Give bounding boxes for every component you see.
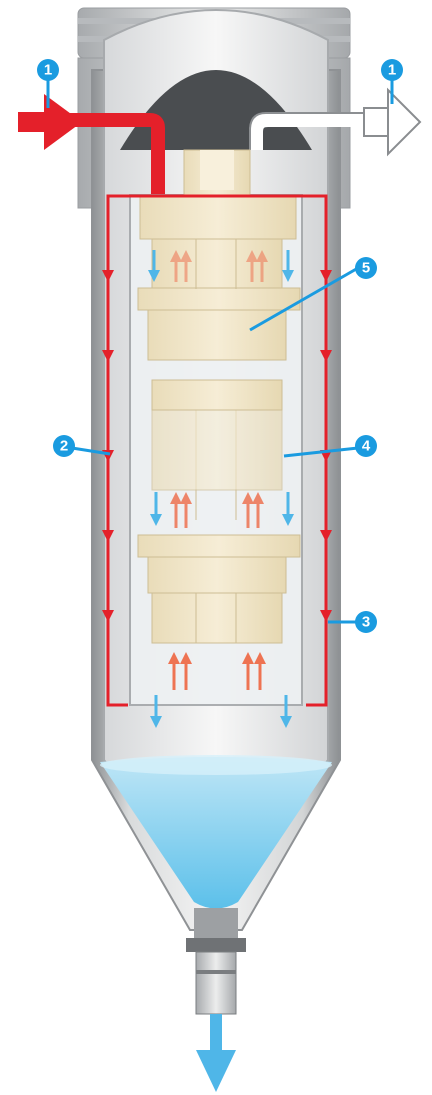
callout-badge-4: 4 xyxy=(355,435,377,457)
callout-badge-1-inlet: 1 xyxy=(37,59,59,81)
callout-badge-2: 2 xyxy=(53,435,75,457)
svg-text:1: 1 xyxy=(388,62,396,79)
filter-element xyxy=(130,150,302,705)
svg-text:3: 3 xyxy=(362,614,370,631)
svg-text:2: 2 xyxy=(60,438,68,455)
drain-fitting xyxy=(186,908,246,1014)
callout-badge-5: 5 xyxy=(355,257,377,279)
drain-arrow-icon xyxy=(196,1014,236,1092)
svg-text:5: 5 xyxy=(362,260,370,277)
callout-badge-3: 3 xyxy=(355,611,377,633)
svg-text:1: 1 xyxy=(44,62,52,79)
svg-text:4: 4 xyxy=(362,438,371,455)
callout-badge-1-outlet: 1 xyxy=(381,59,403,81)
inlet-arrow-icon xyxy=(18,94,82,150)
liquid-surface xyxy=(100,755,332,775)
